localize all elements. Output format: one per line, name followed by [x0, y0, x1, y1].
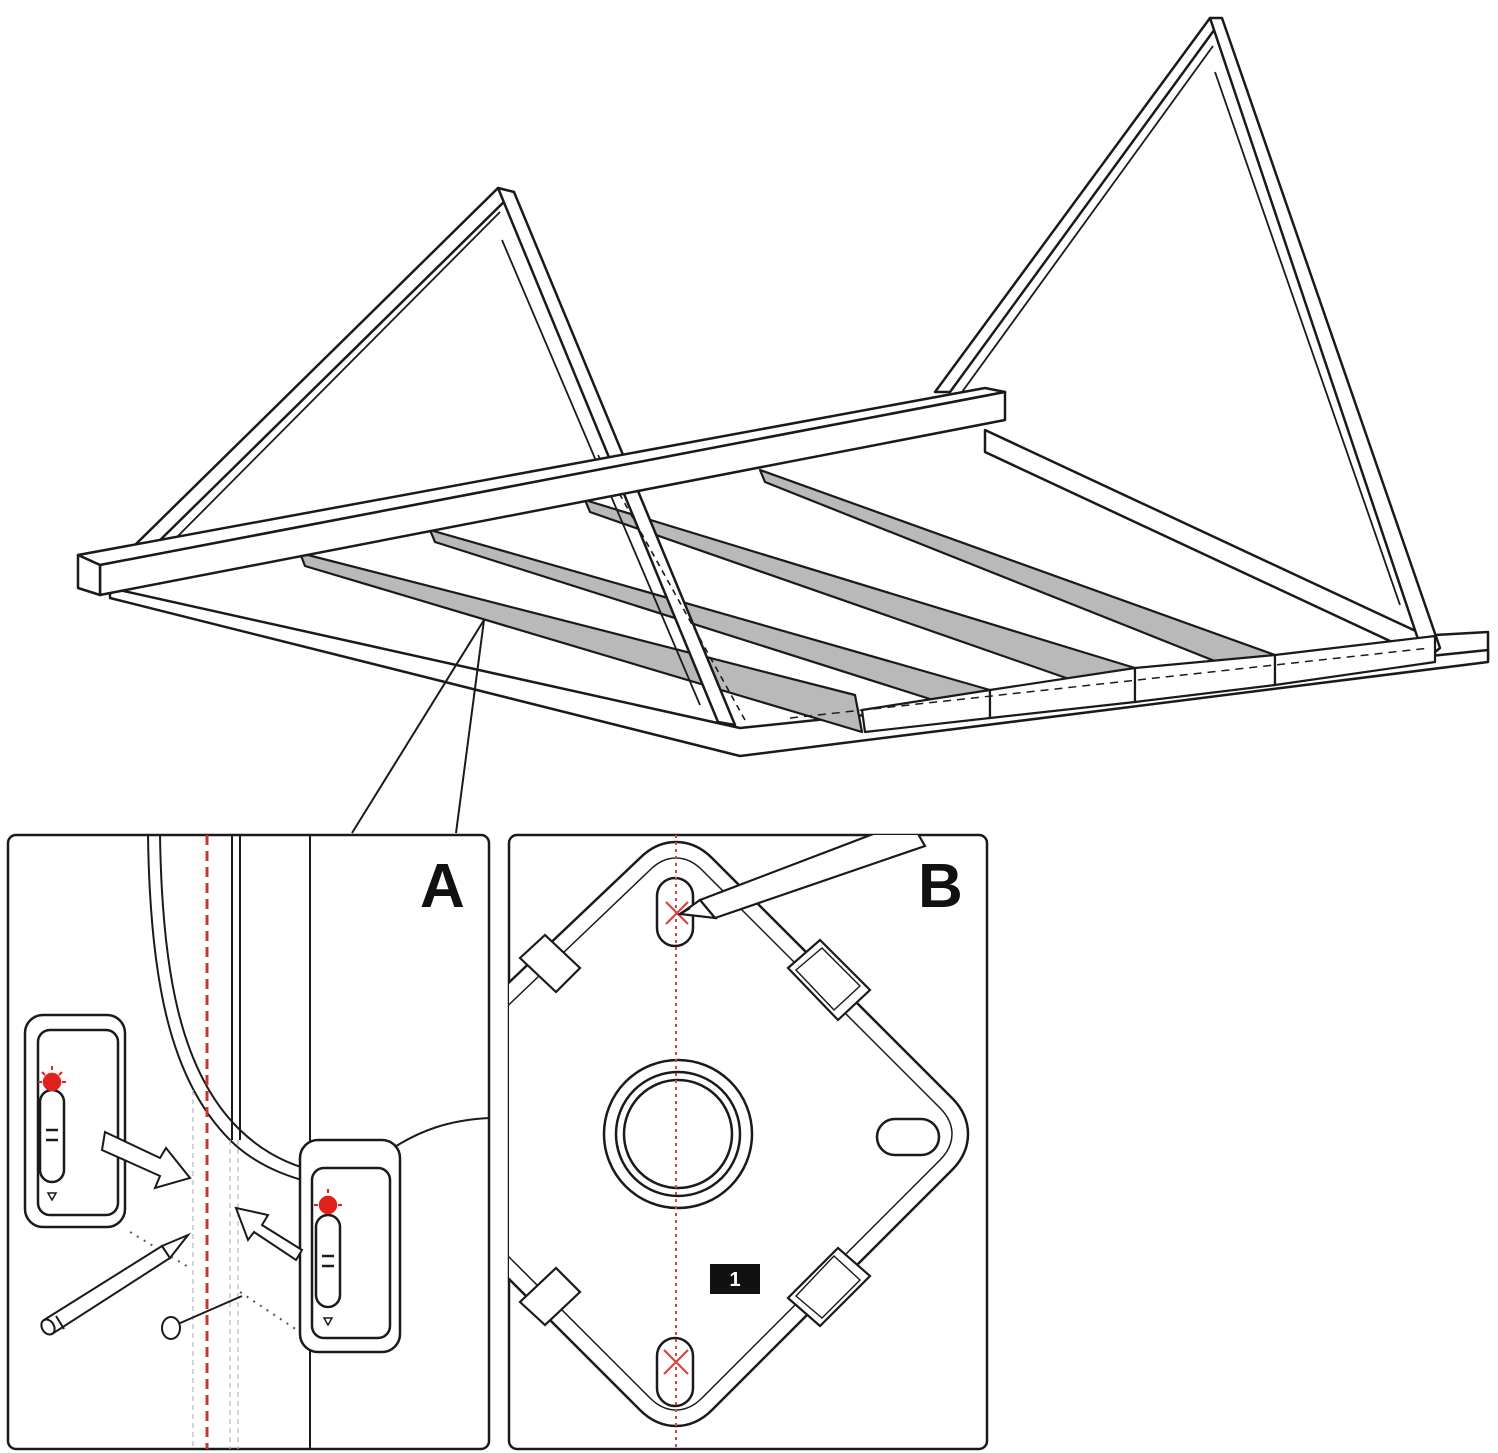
arrow-icon — [100, 1130, 192, 1190]
panel-a-label: A — [420, 852, 465, 921]
joist — [298, 551, 864, 734]
stud-finder — [23, 1013, 127, 1229]
panel-b: 1 B — [507, 833, 989, 1451]
right-truss — [933, 16, 1442, 662]
joists — [298, 468, 1437, 734]
pencil-icon — [676, 835, 927, 920]
step-badge-number: 1 — [729, 1269, 740, 1291]
mounting-plate — [509, 840, 970, 1428]
panel-b-label: B — [918, 852, 963, 921]
pencil-mark — [663, 901, 689, 1375]
panel-a: A — [6, 833, 491, 1451]
callout-lines — [351, 619, 485, 834]
ceiling-frame — [76, 16, 1490, 758]
step-badge — [710, 1264, 760, 1294]
nail-icon — [161, 1295, 243, 1340]
stud-finder — [298, 1138, 402, 1354]
arrow-icon — [234, 1206, 304, 1262]
floor-board — [108, 586, 1490, 758]
front-beam — [76, 386, 1007, 597]
pencil-icon — [40, 1232, 192, 1336]
